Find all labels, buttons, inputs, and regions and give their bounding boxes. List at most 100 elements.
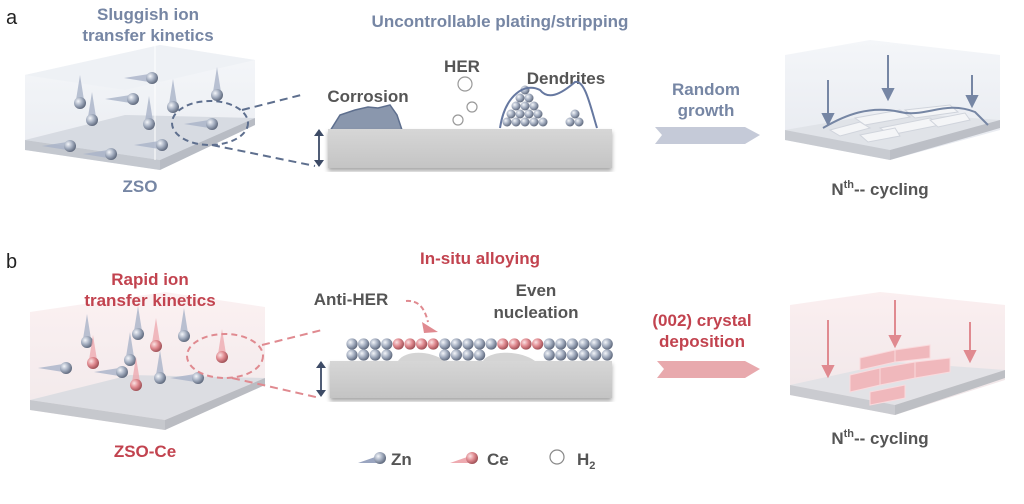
zn-atom [192, 372, 204, 384]
h2-bubbles [452, 76, 478, 126]
zn-ion-tail [42, 142, 67, 150]
zn-ion-tail [76, 75, 84, 100]
zn-atom [578, 349, 590, 361]
ce-ion-tail [152, 318, 160, 343]
zn-atom [533, 109, 543, 119]
zoom-line [211, 144, 316, 167]
zn-atom [566, 349, 579, 361]
zn-ion-tail [170, 374, 195, 382]
zn-atom [450, 349, 462, 361]
zn-atom [520, 101, 530, 111]
dendrites [502, 85, 584, 127]
zn-ion-tail [169, 79, 177, 104]
anti-her-arrowhead [422, 322, 438, 333]
zn-ion-tail [145, 96, 153, 121]
zn-atom [565, 117, 575, 127]
zn-atom [543, 349, 555, 361]
cycled-electrode-box [790, 292, 1005, 415]
zn-ions [42, 67, 223, 160]
ce-atom [404, 338, 416, 350]
zn-atom [543, 338, 555, 350]
zn-atom [590, 349, 602, 361]
center-title: In-situ alloying [420, 249, 540, 268]
zn-atom [450, 338, 462, 350]
electrolyte-box [30, 292, 265, 430]
zn-atom [515, 93, 525, 103]
electrolyte-box [25, 45, 255, 170]
ce-atom [392, 338, 404, 350]
zn-ion-tail [184, 120, 209, 128]
zn-atom [132, 328, 144, 340]
zn-atom [474, 338, 486, 350]
zoom-line [241, 93, 306, 111]
ce-atom [497, 338, 509, 350]
zn-atom [167, 101, 179, 113]
zinc-substrate [330, 361, 612, 398]
zn-atom [601, 349, 613, 361]
zoom-ellipse [171, 100, 249, 146]
dendrites-label: Dendrites [527, 69, 605, 88]
legend-ce: Ce [450, 450, 509, 469]
panel-a: a Sluggish ion transfer kinetics ZSO Unc… [6, 5, 1000, 199]
zn-atom [381, 349, 393, 361]
zn-ce-ions [38, 306, 228, 391]
zn-atom [601, 338, 613, 350]
zn-ion-tail [105, 95, 130, 103]
panel-label: b [6, 251, 17, 273]
legend-h2: H2 [549, 449, 595, 472]
zn-atom [105, 148, 117, 160]
anti-her-label: Anti-HER [314, 290, 389, 309]
zn-atom [358, 338, 370, 350]
zn-atom [116, 366, 128, 378]
ce-atom [130, 379, 142, 391]
zn-ion-tail [124, 74, 149, 82]
zn-atom [485, 338, 497, 350]
alloy-layer [398, 352, 535, 361]
left-title-line2: transfer kinetics [82, 26, 213, 45]
ce-ion-tail [132, 357, 140, 382]
ce-atom [87, 357, 99, 369]
thickness-arrow [314, 129, 324, 167]
zn-ion-tail [134, 306, 142, 331]
corrosion-label: Corrosion [327, 87, 408, 106]
zn-atom [524, 93, 534, 103]
zn-atom [154, 372, 166, 384]
cycled-electrode-box [785, 40, 1000, 160]
zoom-ellipse [186, 333, 264, 379]
ce-atom [216, 351, 228, 363]
zn-ion-tail [83, 314, 91, 339]
zn-atom [369, 338, 381, 350]
zn-atom [64, 140, 76, 152]
zn-ion-tail [156, 350, 164, 375]
even-nucleation-line1: Even [516, 281, 557, 300]
zn-atom [529, 101, 539, 111]
zn-atom [127, 93, 139, 105]
panel-b: b Rapid ion transfer kinetics ZSO-Ce In-… [6, 249, 1005, 461]
zn-ion-tail [38, 364, 63, 372]
zn-ion-icon [358, 456, 378, 463]
cycling-label: Nth-- cycling [831, 179, 928, 199]
zn-atom [502, 117, 512, 127]
zn-atom [511, 101, 521, 111]
ce-atom [150, 340, 162, 352]
zn-atom [555, 349, 567, 361]
arrow-label-line1: Random [672, 80, 740, 99]
process-arrow [655, 127, 760, 144]
zn-atom [381, 338, 393, 350]
process-arrow [657, 361, 760, 378]
even-nucleation-line2: nucleation [493, 303, 578, 322]
zn-ion-tail [126, 332, 134, 357]
zn-atom [578, 338, 590, 350]
zn-atom [538, 117, 548, 127]
zinc-substrate [328, 129, 612, 168]
zn-atom [574, 117, 584, 127]
ce-atom [427, 338, 439, 350]
zn-atom [511, 117, 521, 127]
zn-atom [60, 362, 72, 374]
arrow-label-line2: deposition [659, 332, 745, 351]
zn-ion-tail [213, 67, 221, 92]
zn-atom [74, 97, 86, 109]
zn-ion-tail [134, 141, 159, 149]
zn-atom [178, 330, 190, 342]
zn-atom [86, 114, 98, 126]
